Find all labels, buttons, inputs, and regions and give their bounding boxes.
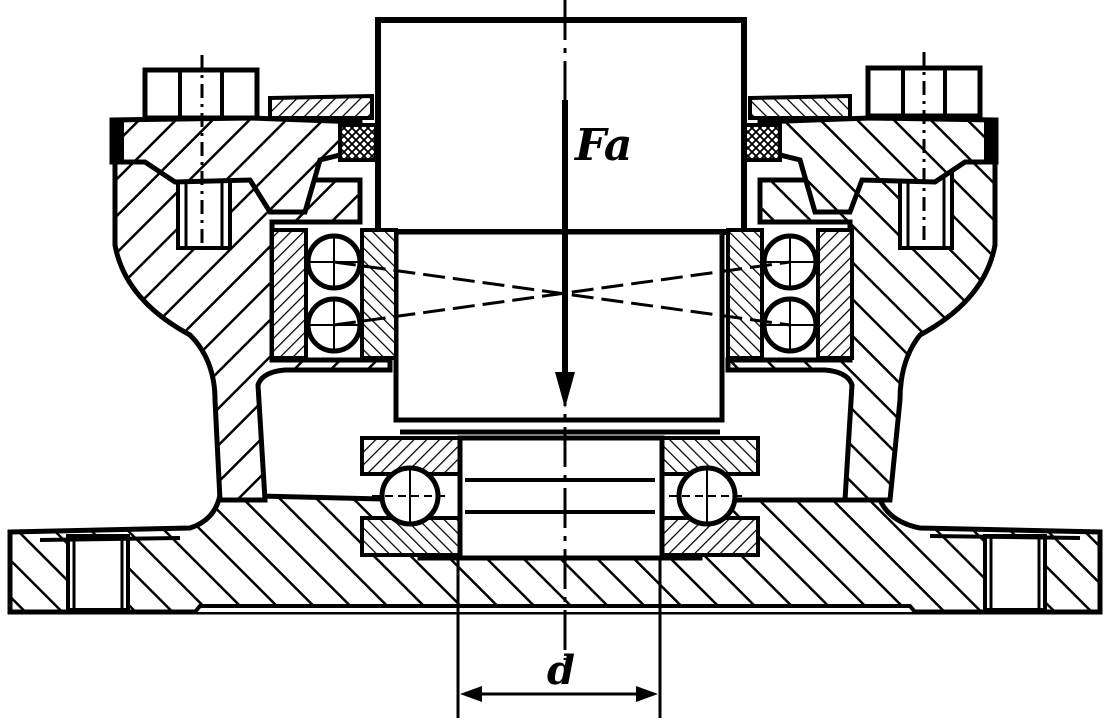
upper-bearing-right <box>726 228 854 360</box>
upper-bearing-left <box>270 228 398 360</box>
cover-left <box>109 93 378 215</box>
thrust-bearing <box>360 429 760 561</box>
cover-right <box>742 93 999 215</box>
shaft <box>375 17 747 423</box>
diameter-dimension: d <box>456 560 662 718</box>
diameter-label: d <box>547 647 575 694</box>
force-label: Fa <box>573 120 632 171</box>
bolt-head-left <box>142 55 260 250</box>
base-plate <box>7 492 1103 615</box>
axial-force-arrow: Fa <box>555 100 632 408</box>
bolt-head-right <box>865 52 983 250</box>
